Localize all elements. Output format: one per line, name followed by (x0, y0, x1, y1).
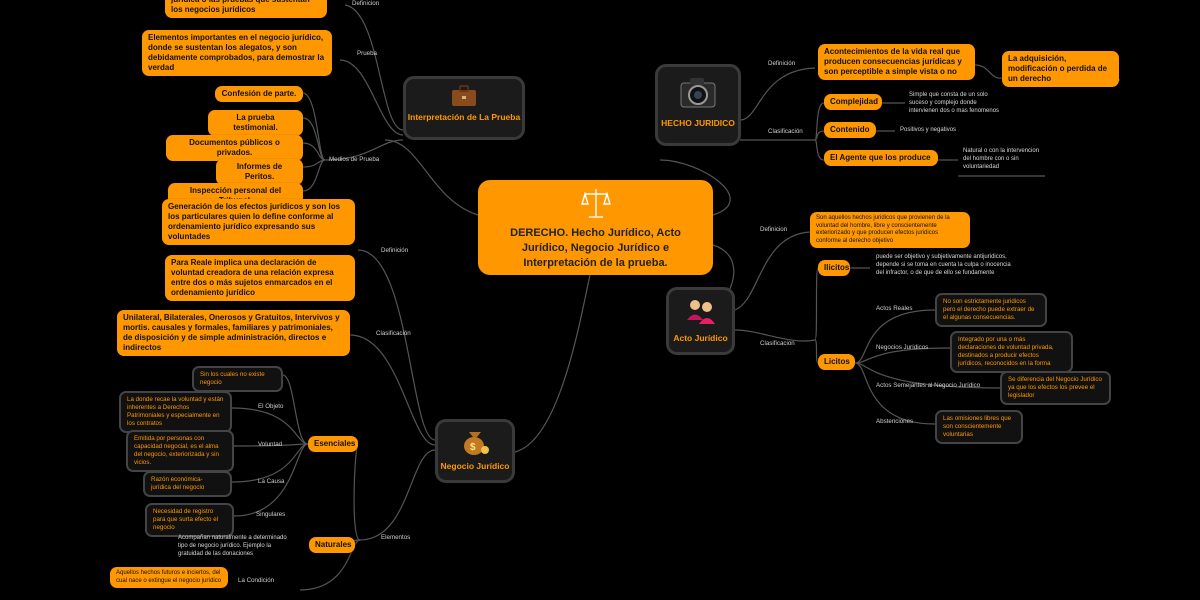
acto-ilicitos-node[interactable]: Ilicitos (818, 260, 850, 276)
acto-definicion-label: Definicion (760, 226, 788, 233)
negocio-clasificacion-label: Clasificación (376, 330, 411, 337)
acto-negocios-label: Negocios Jurídicos (876, 344, 929, 351)
svg-text:$: $ (470, 442, 476, 453)
hecho-agente-note: Natural o con la intervencion del hombre… (963, 148, 1040, 170)
negocio-elementos-label: Elementos (381, 534, 411, 541)
camera-icon (680, 78, 716, 108)
hecho-contenido-note: Positivos y negativos (900, 127, 957, 133)
medio-prueba-item[interactable]: Confesión de parte. (215, 86, 303, 102)
negocio-definicion-node-1[interactable]: Generación de los efectos jurídicos y so… (162, 199, 355, 245)
acto-reales-node[interactable]: No son estrictamente juridicos pero el d… (935, 293, 1047, 328)
prueba-prueba-label: Prueba (357, 50, 377, 57)
negocio-esenciales-node[interactable]: Esenciales (308, 436, 358, 452)
acto-negocios-node[interactable]: Integrado por una o más declaraciones de… (950, 331, 1073, 374)
esenciales-objeto-label: El Objeto (258, 403, 284, 410)
negocio-definicion-node-2[interactable]: Para Reale implica una declaración de vo… (165, 255, 355, 301)
hecho-definicion-node[interactable]: Acontecimientos de la vida real que prod… (818, 44, 975, 80)
prueba-definicion-label: Definicion (352, 0, 380, 7)
acto-semejantes-node[interactable]: Se diferencia del Negocio Jurídico ya qu… (1000, 371, 1111, 406)
negocio-naturales-node[interactable]: Naturales (309, 537, 355, 553)
hecho-agente-node[interactable]: El Agente que los produce (824, 150, 938, 166)
prueba-definicion-node[interactable]: jurídica o las pruebas que sustentan los… (165, 0, 327, 18)
topic-title: Interpretación de La Prueba (407, 112, 521, 122)
esenciales-voluntad-label: Voluntad (258, 441, 283, 448)
acto-ilicitos-note: puede ser objetivo y subjetivamente anti… (876, 254, 1011, 276)
acto-abstenciones-node[interactable]: Las omisiones libres que son conscientem… (935, 410, 1023, 445)
negocio-definicion-label: Definición (381, 247, 409, 254)
central-topic-title: DERECHO. Hecho Jurídico, Acto Jurídico, … (510, 227, 681, 269)
esenciales-singulares-node[interactable]: Necesidad de registro para que surta efe… (145, 503, 234, 538)
esenciales-causa-node[interactable]: Razón económica- jurídica del negocio (143, 471, 232, 498)
prueba-medios-label: Medios de Prueba (329, 156, 380, 163)
topic-hecho-juridico[interactable]: HECHO JURIDICO (655, 64, 741, 146)
acto-abstenciones-label: Abstenciones (876, 418, 914, 425)
hecho-definicion-sub-node[interactable]: La adquisición, modificación o perdida d… (1002, 51, 1119, 87)
medio-prueba-item[interactable]: La prueba testimonial. (208, 110, 303, 136)
naturales-condicion-label: La Condición (238, 577, 275, 584)
topic-interpretacion-prueba[interactable]: Interpretación de La Prueba (403, 76, 525, 140)
esenciales-top-node[interactable]: Sin los cuales no existe negocio (192, 366, 283, 393)
people-icon (686, 300, 715, 324)
hecho-clasificacion-label: Clasificación (768, 128, 803, 135)
acto-licitos-node[interactable]: Licitos (818, 354, 855, 370)
topic-title: Acto Jurídico (673, 333, 728, 343)
scales-of-justice-icon (580, 189, 611, 218)
money-bag-icon: $ (464, 432, 489, 455)
negocio-clasificacion-node[interactable]: Unilateral, Bilaterales, Onerosos y Grat… (117, 310, 350, 356)
briefcase-icon (452, 85, 476, 106)
topic-title: Negocio Jurídico (440, 461, 510, 471)
esenciales-voluntad-node[interactable]: Emitida por personas con capacidad negoc… (126, 430, 234, 473)
medio-prueba-item[interactable]: Informes de Peritos. (216, 159, 303, 185)
topic-acto-juridico[interactable]: Acto Jurídico (666, 287, 735, 355)
acto-reales-label: Actos Reales (876, 305, 913, 312)
esenciales-singulares-label: Singulares (256, 511, 286, 518)
medio-prueba-item[interactable]: Documentos públicos o privados. (166, 135, 303, 161)
hecho-complejidad-note: Simple que consta de un solo suceso y co… (909, 92, 1000, 114)
esenciales-causa-label: La Causa (258, 478, 285, 485)
topic-negocio-juridico[interactable]: $ Negocio Jurídico (435, 419, 515, 483)
hecho-definicion-label: Definición (768, 60, 796, 67)
hecho-contenido-node[interactable]: Contenido (824, 122, 876, 138)
naturales-condicion-node[interactable]: Aquellos hechos futuros e inciertos, del… (110, 567, 228, 588)
naturales-note: Acompañan naturalmente a determinado tip… (178, 535, 287, 557)
acto-semejantes-label: Actos Semejantes al Negocio Jurídico (876, 382, 981, 389)
hecho-complejidad-node[interactable]: Complejidad (824, 94, 882, 110)
prueba-prueba-node[interactable]: Elementos importantes en el negocio jurí… (142, 30, 332, 76)
acto-definicion-node[interactable]: Son aquellos hechos juridicos que provie… (810, 212, 970, 248)
esenciales-objeto-node[interactable]: La donde recae la voluntad y están inher… (119, 391, 232, 434)
acto-clasificacion-label: Clasificacion (760, 340, 795, 347)
central-topic[interactable]: DERECHO. Hecho Jurídico, Acto Jurídico, … (478, 180, 713, 275)
topic-title: HECHO JURIDICO (661, 118, 735, 128)
